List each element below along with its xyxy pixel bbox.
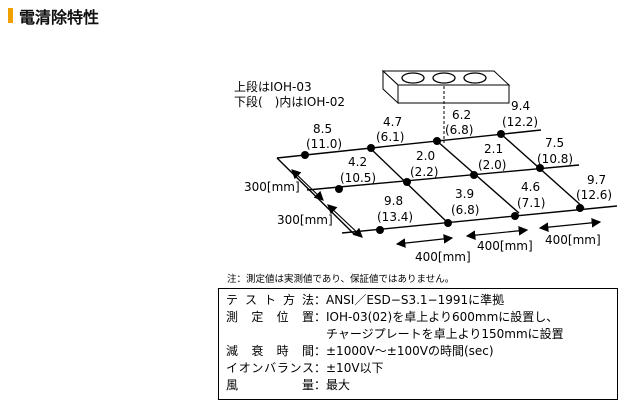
- measurement-point: [403, 178, 411, 186]
- dimension-label: 300[mm]: [277, 213, 333, 227]
- value-upper: 9.8: [384, 194, 403, 208]
- dimension-label: 400[mm]: [415, 250, 471, 264]
- value-lower: (10.8): [537, 152, 573, 166]
- value-upper: 4.6: [521, 180, 540, 194]
- spec-key: [226, 326, 314, 343]
- dimension-label: 300[mm]: [244, 180, 300, 194]
- value-lower: (10.5): [340, 171, 376, 185]
- legend-lower: 下段( )内はIOH-02: [234, 94, 345, 109]
- value-upper: 9.4: [511, 99, 530, 113]
- value-lower: (6.8): [445, 123, 473, 137]
- value-upper: 2.0: [416, 149, 435, 163]
- value-upper: 7.5: [545, 136, 564, 150]
- spec-row: テスト方法： ANSI／ESD−S3.1−1991に準拠: [226, 292, 617, 309]
- value-upper: 2.1: [484, 142, 503, 156]
- measurement-point: [576, 204, 584, 212]
- spec-value: ±10V以下: [326, 361, 384, 375]
- measurement-point: [433, 137, 441, 145]
- value-upper: 6.2: [452, 108, 471, 122]
- value-lower: (6.8): [451, 203, 479, 217]
- spec-key: 減衰時間: [226, 344, 314, 358]
- spec-row: 減衰時間： ±1000V〜±100Vの時間(sec): [226, 343, 617, 360]
- spec-key: 測定位置: [226, 310, 314, 324]
- value-upper: 4.2: [348, 155, 367, 169]
- legend-upper: 上段はIOH-03: [234, 79, 312, 94]
- spec-row: 測定位置： IOH-03(02)を卓上より600mmに設置し、: [226, 309, 617, 326]
- spec-value: チャージプレートを卓上より150mmに設置: [326, 327, 564, 341]
- value-lower: (6.1): [376, 130, 404, 144]
- spec-row: 風量： 最大: [226, 377, 617, 394]
- value-labels: 8.5 (11.0) 4.7 (6.1) 6.2 (6.8) 9.4 (12.2…: [306, 99, 612, 224]
- measurement-point: [335, 185, 343, 193]
- spec-value: IOH-03(02)を卓上より600mmに設置し、: [326, 310, 559, 324]
- spec-row: イオンバランス： ±10V以下: [226, 360, 617, 377]
- measurement-point: [497, 130, 505, 138]
- value-lower: (13.4): [377, 210, 413, 224]
- value-lower: (2.0): [478, 158, 506, 172]
- value-lower: (2.2): [410, 165, 438, 179]
- measurement-point: [444, 219, 452, 227]
- value-upper: 4.7: [383, 115, 402, 129]
- measurement-point: [301, 151, 309, 159]
- ionizer-device: [381, 69, 511, 143]
- measurement-grid: [276, 129, 618, 236]
- value-lower: (12.2): [502, 115, 538, 129]
- spec-table: テスト方法： ANSI／ESD−S3.1−1991に準拠 測定位置： IOH-0…: [218, 288, 618, 400]
- dimension-arrows: [291, 169, 602, 248]
- spec-value: ±1000V〜±100Vの時間(sec): [326, 344, 494, 358]
- measurement-point: [376, 226, 384, 234]
- spec-value: ANSI／ESD−S3.1−1991に準拠: [326, 293, 505, 307]
- spec-key: イオンバランス: [226, 361, 314, 375]
- measurement-point: [511, 212, 519, 220]
- title-accent-bar: [8, 8, 13, 23]
- measurement-points: [301, 130, 584, 234]
- measurement-note: 注：測定値は実測値であり、保証値ではありません。: [227, 274, 455, 285]
- measurement-point: [367, 144, 375, 152]
- dimension-label: 400[mm]: [545, 233, 601, 247]
- spec-key: 風量: [226, 378, 314, 392]
- spec-value: 最大: [326, 378, 351, 392]
- spec-row: チャージプレートを卓上より150mmに設置: [226, 326, 617, 343]
- measurement-point: [470, 171, 478, 179]
- value-upper: 8.5: [313, 122, 332, 136]
- page-title: 電清除特性: [19, 8, 100, 27]
- value-lower: (7.1): [517, 196, 545, 210]
- value-lower: (12.6): [576, 188, 612, 202]
- value-lower: (11.0): [306, 137, 342, 151]
- spec-key: テスト方法: [226, 293, 314, 307]
- measurement-point: [536, 164, 544, 172]
- dimension-label: 400[mm]: [477, 239, 533, 253]
- value-upper: 3.9: [455, 187, 474, 201]
- value-upper: 9.7: [587, 173, 606, 187]
